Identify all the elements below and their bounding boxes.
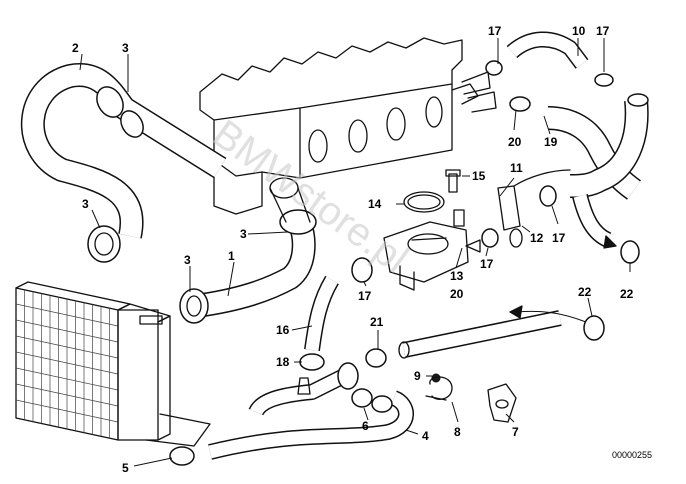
radiator-tube <box>15 367 119 391</box>
callout-22: 22 <box>620 287 634 301</box>
radiator-tube <box>15 383 119 407</box>
lower-radiator-hose <box>179 177 317 324</box>
callout-4: 4 <box>422 429 429 443</box>
document-id: 00000255 <box>612 450 652 460</box>
callout-21: 21 <box>370 315 384 329</box>
callout-5: 5 <box>122 461 129 475</box>
callout-22: 22 <box>578 285 592 299</box>
radiator-tube <box>15 399 119 423</box>
callout-12: 12 <box>530 231 544 245</box>
radiator-tube <box>15 335 119 359</box>
callout-14: 14 <box>368 197 382 211</box>
callout-20: 20 <box>450 287 464 301</box>
upper-radiator-hose <box>20 63 227 263</box>
callout-10: 10 <box>572 24 586 38</box>
callout-labels: 2 3 3 3 3 1 4 5 6 7 8 9 10 11 12 13 14 1… <box>72 24 634 475</box>
radiator-core-grid <box>15 289 119 439</box>
callout-17: 17 <box>480 257 494 271</box>
heater-feed-hose <box>398 310 562 359</box>
radiator <box>15 281 211 447</box>
callout-2: 2 <box>72 41 79 55</box>
callout-19: 19 <box>544 135 558 149</box>
callout-17: 17 <box>488 24 502 38</box>
callout-18: 18 <box>276 355 290 369</box>
radiator-tube <box>15 351 119 375</box>
callout-1: 1 <box>228 249 235 263</box>
callout-11: 11 <box>510 161 523 175</box>
leader-lines <box>79 38 631 467</box>
callout-20: 20 <box>508 135 522 149</box>
callout-3: 3 <box>240 227 247 241</box>
upper-right-hoses <box>461 31 649 264</box>
cylinder-head <box>199 37 479 215</box>
vent-hose <box>304 275 339 352</box>
callout-3: 3 <box>184 253 191 267</box>
callout-6: 6 <box>362 419 369 433</box>
callout-17: 17 <box>596 24 610 38</box>
radiator-tube <box>15 319 119 343</box>
flow-arrow <box>509 305 587 323</box>
heater-return-hose <box>208 362 414 460</box>
callout-17: 17 <box>552 231 566 245</box>
thermostat-housing <box>383 169 481 291</box>
callout-15: 15 <box>472 169 486 183</box>
radiator-tube <box>15 303 119 327</box>
callout-9: 9 <box>414 369 421 383</box>
callout-3: 3 <box>82 197 89 211</box>
callout-3: 3 <box>122 41 129 55</box>
callout-7: 7 <box>512 425 519 439</box>
callout-13: 13 <box>450 269 464 283</box>
callout-17: 17 <box>358 289 372 303</box>
callout-8: 8 <box>454 425 461 439</box>
small-parts <box>169 257 605 466</box>
callout-16: 16 <box>276 323 290 337</box>
